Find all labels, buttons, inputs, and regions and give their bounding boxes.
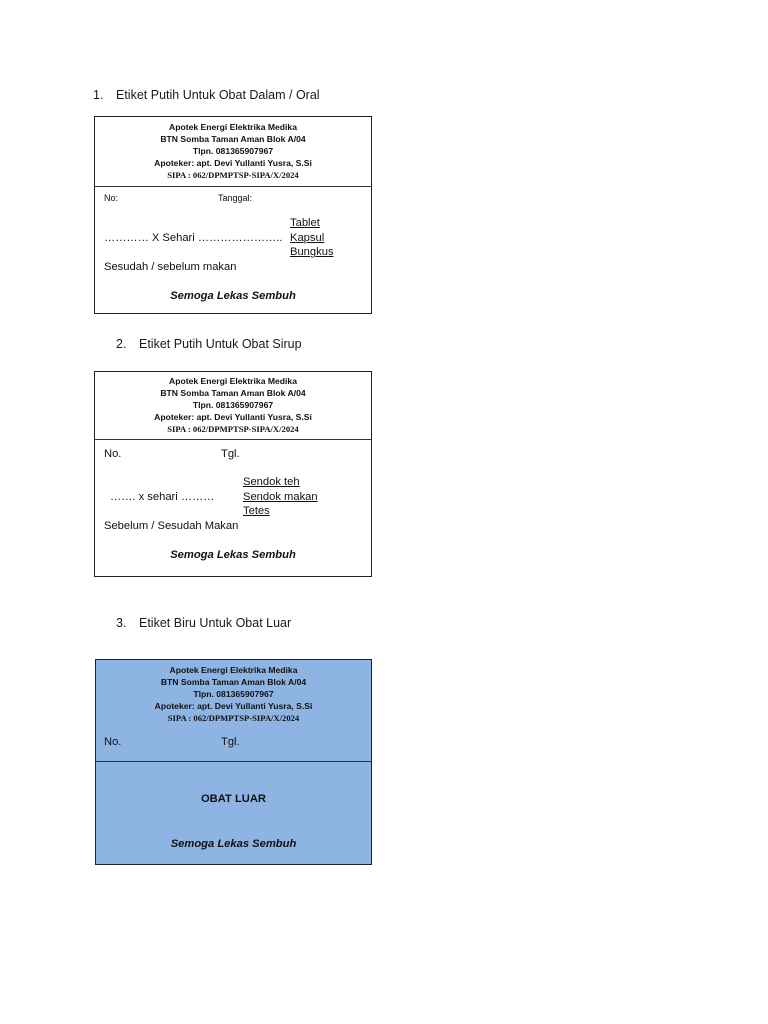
- label-oral: Apotek Energi Elektrika Medika BTN Somba…: [94, 116, 372, 314]
- pharmacy-name: Apotek Energi Elektrika Medika: [169, 376, 297, 386]
- section-number: 3.: [116, 616, 127, 630]
- header-divider: [95, 186, 371, 187]
- dosage-form-options: Tablet Kapsul Bungkus: [290, 216, 334, 260]
- closing-message: Semoga Lekas Sembuh: [170, 549, 296, 561]
- section-heading-oral: 1. Etiket Putih Untuk Obat Dalam / Oral: [93, 88, 320, 102]
- header-divider: [95, 439, 371, 440]
- closing-message: Semoga Lekas Sembuh: [170, 290, 296, 302]
- date-label: Tgl.: [221, 448, 240, 460]
- section-title: Etiket Putih Untuk Obat Sirup: [139, 337, 302, 351]
- pharmacy-address: BTN Somba Taman Aman Blok A/04: [160, 677, 307, 687]
- section-heading-sirup: 2. Etiket Putih Untuk Obat Sirup: [116, 337, 302, 351]
- sipa-number: SIPA : 062/DPMPTSP-SIPA/X/2024: [167, 424, 299, 434]
- meal-timing: Sesudah / sebelum makan: [104, 261, 237, 273]
- meal-timing: Sebelum / Sesudah Makan: [104, 520, 239, 532]
- pharmacy-name: Apotek Energi Elektrika Medika: [169, 122, 297, 132]
- pharmacy-phone: Tlpn. 081365907967: [193, 689, 274, 699]
- pharmacist-name: Apoteker: apt. Devi Yullanti Yusra, S.Si: [154, 701, 313, 711]
- no-label: No:: [104, 193, 119, 203]
- no-label: No.: [104, 448, 122, 460]
- header-divider: [96, 761, 371, 762]
- form-option-bungkus: Bungkus: [290, 246, 334, 259]
- label-luar: Apotek Energi Elektrika Medika BTN Somba…: [95, 659, 372, 865]
- pharmacy-name: Apotek Energi Elektrika Medika: [169, 665, 298, 675]
- date-label: Tanggal:: [218, 193, 253, 203]
- dosage-form-options: Sendok teh Sendok makan Tetes: [243, 475, 318, 519]
- label-header: Apotek Energi Elektrika Medika BTN Somba…: [95, 121, 371, 181]
- date-label: Tgl.: [221, 736, 240, 748]
- form-option-kapsul: Kapsul: [290, 231, 325, 244]
- form-option-tetes: Tetes: [243, 505, 270, 518]
- section-title: Etiket Biru Untuk Obat Luar: [139, 616, 292, 630]
- form-option-tablet: Tablet: [290, 217, 320, 229]
- section-heading-luar: 3. Etiket Biru Untuk Obat Luar: [116, 616, 291, 630]
- label-sirup: Apotek Energi Elektrika Medika BTN Somba…: [94, 371, 372, 577]
- pharmacist-name: Apoteker: apt. Devi Yullanti Yusra, S.Si: [154, 158, 312, 168]
- section-title: Etiket Putih Untuk Obat Dalam / Oral: [116, 88, 320, 102]
- pharmacist-name: Apoteker: apt. Devi Yullanti Yusra, S.Si: [154, 412, 312, 422]
- section-number: 2.: [116, 337, 127, 351]
- label-header: Apotek Energi Elektrika Medika BTN Somba…: [95, 375, 371, 435]
- pharmacy-address: BTN Somba Taman Aman Blok A/04: [160, 388, 306, 398]
- dosage-frequency: ………… X Sehari …………………..: [104, 232, 283, 244]
- no-label: No.: [104, 736, 122, 748]
- label-header: Apotek Energi Elektrika Medika BTN Somba…: [96, 664, 371, 724]
- form-option-sendok-makan: Sendok makan: [243, 490, 318, 503]
- pharmacy-phone: Tlpn. 081365907967: [192, 400, 274, 410]
- usage-type: OBAT LUAR: [200, 793, 267, 805]
- section-number: 1.: [93, 88, 104, 102]
- dosage-frequency: ……. x sehari ………: [110, 491, 215, 503]
- pharmacy-address: BTN Somba Taman Aman Blok A/04: [160, 134, 306, 144]
- pharmacy-phone: Tlpn. 081365907967: [192, 146, 274, 156]
- sipa-number: SIPA : 062/DPMPTSP-SIPA/X/2024: [167, 713, 300, 723]
- form-option-sendok-teh: Sendok teh: [243, 476, 300, 488]
- closing-message: Semoga Lekas Sembuh: [170, 838, 297, 850]
- sipa-number: SIPA : 062/DPMPTSP-SIPA/X/2024: [167, 170, 299, 180]
